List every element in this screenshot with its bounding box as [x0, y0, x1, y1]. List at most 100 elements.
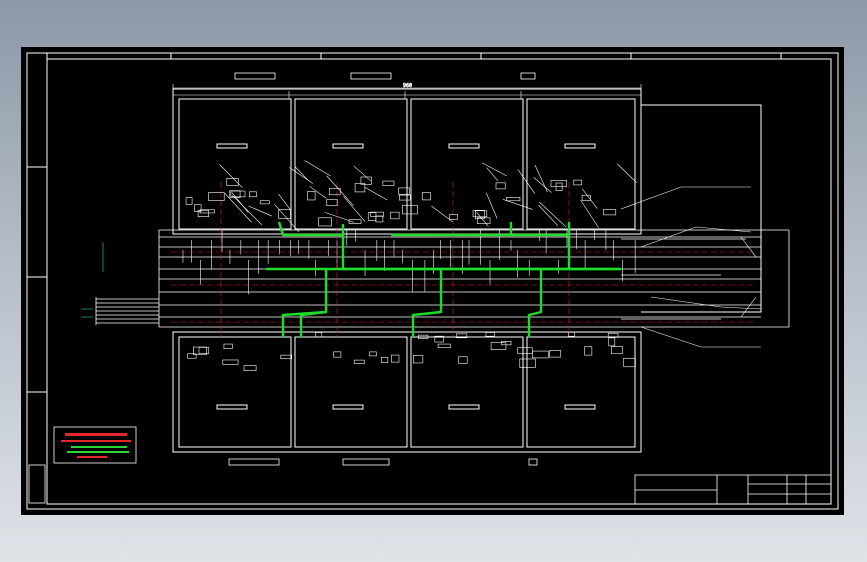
- equipment-symbols: [185, 160, 637, 371]
- leader-tick: [517, 169, 536, 194]
- leader-tick: [486, 167, 499, 182]
- equipment-box: [390, 211, 400, 220]
- equipment-box: [230, 190, 246, 198]
- leader-tick: [309, 186, 327, 199]
- green-pipe-network: [266, 221, 621, 337]
- equipment-box: [476, 217, 491, 224]
- equipment-box: [398, 187, 410, 195]
- equipment-box: [187, 353, 197, 359]
- leader-tick: [219, 164, 243, 188]
- equipment-box: [506, 197, 521, 202]
- legend-swatch-red-3: [77, 456, 107, 458]
- equipment-box: [475, 209, 485, 220]
- equipment-box: [223, 343, 233, 349]
- equipment-box: [412, 355, 424, 364]
- equipment-box: [348, 219, 362, 224]
- leader-tick: [295, 166, 309, 181]
- leader-tick: [231, 195, 262, 226]
- equipment-box: [519, 358, 536, 368]
- equipment-box: [603, 209, 617, 216]
- equipment-box: [194, 204, 202, 212]
- equipment-box: [367, 212, 377, 221]
- leader-tick: [343, 196, 366, 222]
- equipment-box: [391, 354, 400, 363]
- top-dimension: 960: [172, 83, 642, 99]
- leader-tick: [502, 199, 533, 210]
- equipment-box: [623, 357, 636, 368]
- equipment-box: [402, 204, 418, 215]
- leader-tick: [224, 192, 252, 223]
- equipment-box: [198, 347, 210, 354]
- equipment-box: [222, 359, 239, 365]
- leader-lines: [620, 186, 762, 348]
- cad-viewport[interactable]: 960: [21, 47, 844, 515]
- equipment-box: [608, 337, 616, 347]
- title-block: [28, 464, 832, 505]
- red-centerlines: [171, 182, 756, 337]
- equipment-box: [485, 332, 495, 337]
- equipment-box: [328, 188, 341, 196]
- equipment-box: [581, 194, 591, 201]
- legend-swatch-red: [65, 433, 127, 436]
- equipment-box: [318, 217, 332, 227]
- equipment-box: [197, 210, 209, 217]
- equipment-box: [381, 356, 389, 363]
- equipment-box: [501, 341, 512, 346]
- equipment-box: [315, 332, 323, 338]
- equipment-box: [375, 215, 384, 223]
- top-dimension-value: 960: [403, 83, 412, 89]
- leader-tick: [481, 162, 507, 177]
- leader-tick: [485, 192, 498, 219]
- equipment-box: [434, 335, 444, 343]
- equipment-box: [584, 346, 593, 356]
- leader-tick: [304, 160, 331, 177]
- equipment-box: [495, 182, 506, 190]
- leader-tick: [353, 165, 372, 182]
- cad-drawing-canvas: 960: [26, 52, 839, 510]
- equipment-box: [607, 332, 619, 338]
- left-dimension-marks: [81, 242, 104, 318]
- lower-block: [172, 331, 642, 453]
- equipment-box: [399, 194, 411, 201]
- leader-tick: [278, 194, 292, 211]
- leader-tick: [248, 205, 272, 217]
- leader-tick: [533, 177, 552, 193]
- equipment-box: [326, 199, 338, 206]
- equipment-box: [532, 350, 549, 359]
- inner-border: [46, 58, 832, 505]
- corridor-verticals: [182, 230, 636, 295]
- equipment-box: [458, 356, 468, 364]
- leader-tick: [476, 211, 489, 227]
- equipment-box: [193, 346, 207, 355]
- equipment-box: [472, 210, 488, 218]
- leader-tick: [326, 175, 354, 206]
- leader-tick: [538, 204, 559, 227]
- equipment-box: [333, 351, 342, 358]
- equipment-box: [437, 343, 451, 348]
- equipment-box: [185, 197, 193, 205]
- equipment-box: [280, 354, 292, 359]
- equipment-box: [611, 346, 623, 355]
- legend-swatch-green-2: [67, 451, 129, 453]
- leader-tick: [364, 186, 388, 201]
- leader-tick: [289, 167, 314, 184]
- equipment-box: [382, 180, 395, 186]
- equipment-box: [449, 214, 458, 220]
- equipment-box: [259, 200, 270, 205]
- title-marks: [228, 72, 538, 466]
- legend-swatch-red-2: [61, 440, 131, 442]
- leader-tick: [534, 164, 548, 193]
- leader-tick: [580, 200, 599, 228]
- equipment-box: [418, 334, 429, 339]
- equipment-box: [278, 209, 291, 219]
- legend-swatch-green: [71, 446, 127, 448]
- equipment-box: [550, 180, 568, 188]
- equipment-box: [208, 192, 225, 201]
- drawing-frame: [26, 52, 839, 510]
- equipment-box: [490, 342, 507, 350]
- room-blocks: [172, 88, 762, 453]
- equipment-box: [517, 347, 533, 354]
- leader-tick: [274, 204, 299, 232]
- equipment-box: [243, 365, 257, 371]
- leader-tick: [324, 212, 355, 223]
